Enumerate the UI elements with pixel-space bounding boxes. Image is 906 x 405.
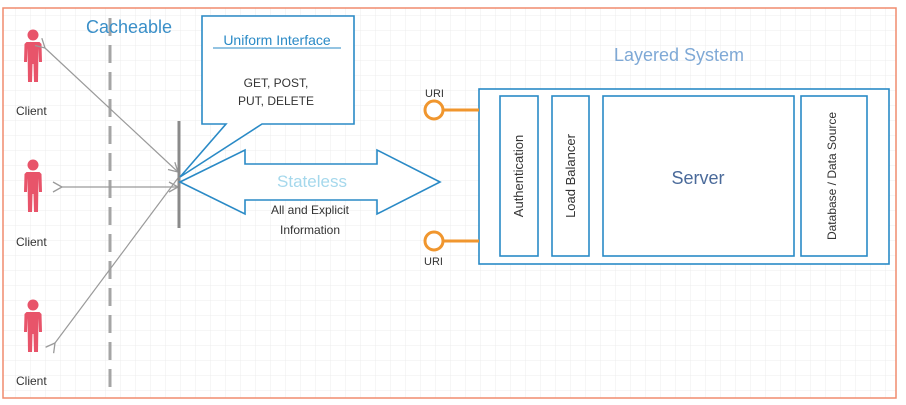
layer-load-balancer: Load Balancer — [551, 95, 590, 257]
layer-load-balancer-label: Load Balancer — [563, 133, 578, 218]
cacheable-label: Cacheable — [86, 17, 172, 37]
uniform-interface-title: Uniform Interface — [223, 32, 331, 48]
layer-database: Database / Data Source — [800, 95, 868, 257]
layer-authentication: Authentication — [499, 95, 539, 257]
stateless-subtext-1: All and Explicit — [271, 203, 350, 217]
client-label: Client — [16, 235, 47, 249]
client-label: Client — [16, 374, 47, 388]
layer-database-label: Database / Data Source — [825, 112, 839, 240]
uri-bottom-label: URI — [424, 256, 443, 268]
client-3: Client — [16, 299, 47, 388]
stateless-arrow: Stateless — [178, 148, 442, 216]
client-1-connector — [34, 38, 179, 173]
uri-bottom: URI — [423, 230, 479, 268]
uri-top: URI — [423, 88, 479, 121]
client-3-connector — [45, 177, 179, 354]
client-label: Client — [16, 104, 47, 118]
layer-server-label: Server — [671, 168, 724, 188]
methods-line-1: GET, POST, — [244, 76, 309, 90]
layered-system-title: Layered System — [614, 45, 744, 65]
person-icon — [24, 299, 42, 352]
uri-connector-icon — [423, 99, 445, 121]
uri-connector-icon — [423, 230, 445, 252]
layer-authentication-label: Authentication — [511, 135, 526, 217]
stateless-label: Stateless — [277, 172, 347, 191]
stateless-subtext-2: Information — [280, 223, 340, 237]
methods-line-2: PUT, DELETE — [238, 94, 314, 108]
uniform-interface-callout: Uniform Interface GET, POST, PUT, DELETE — [179, 15, 355, 178]
layer-server: Server — [602, 95, 795, 257]
uri-top-label: URI — [425, 88, 444, 100]
